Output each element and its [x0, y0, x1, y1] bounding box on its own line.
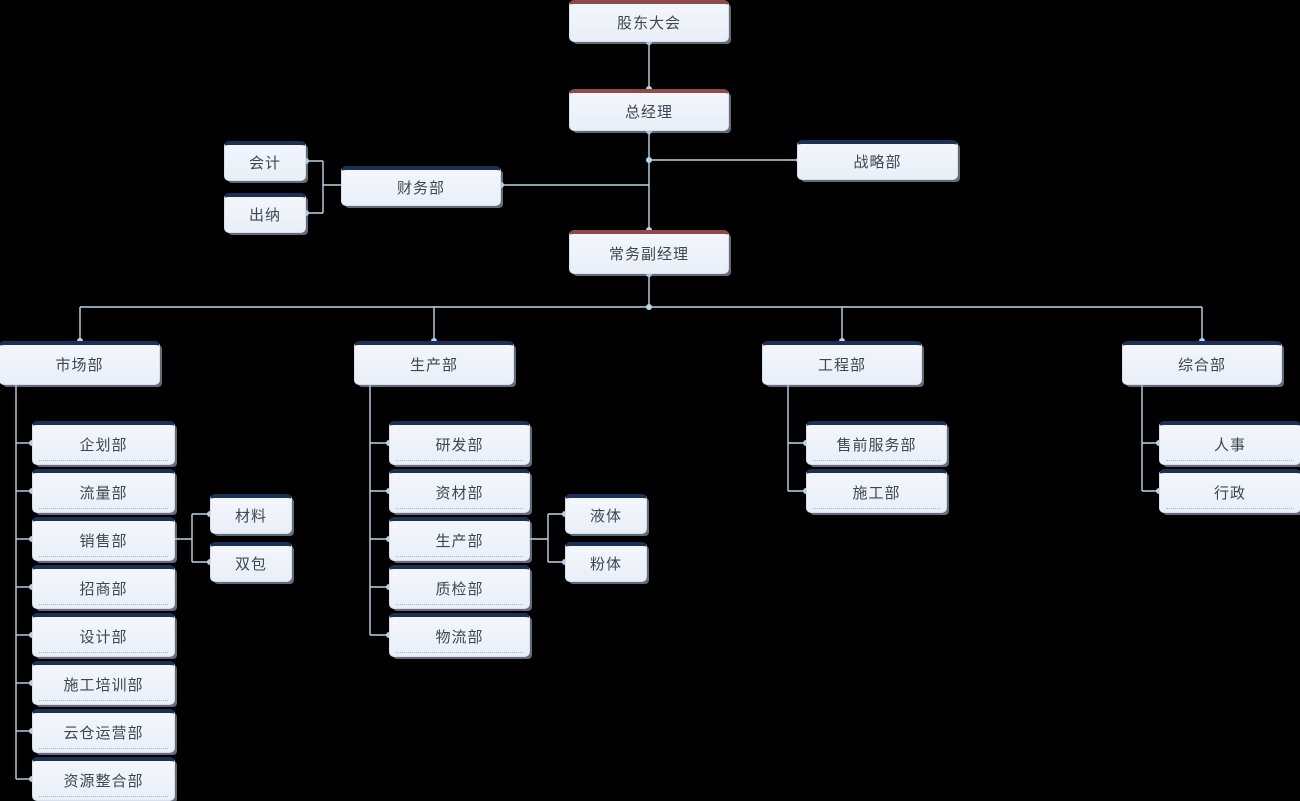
node-label: 企划部	[79, 437, 128, 454]
node-label: 质检部	[435, 581, 484, 598]
node-market-children-6[interactable]: 云仓运营部	[32, 709, 175, 753]
node-label: 施工部	[852, 485, 901, 502]
node-label: 股东大会	[616, 15, 681, 32]
node-production-children-3[interactable]: 质检部	[389, 565, 530, 609]
node-production-sub-children-1[interactable]: 粉体	[565, 542, 647, 582]
node-market-children-1[interactable]: 流量部	[32, 469, 175, 513]
node-label: 生产部	[435, 533, 484, 550]
node-label: 云仓运营部	[63, 725, 144, 742]
node-label: 综合部	[1177, 357, 1226, 374]
node-label: 出纳	[248, 207, 281, 224]
node-production-children-0[interactable]: 研发部	[389, 421, 530, 465]
node-sales-children-0[interactable]: 材料	[210, 494, 292, 534]
node-production-sub-children-0[interactable]: 液体	[565, 494, 647, 534]
node-market-department[interactable]: 市场部	[0, 341, 160, 385]
node-market-children-7[interactable]: 资源整合部	[32, 757, 175, 801]
node-market-children-4[interactable]: 设计部	[32, 613, 175, 657]
node-label: 销售部	[79, 533, 128, 550]
node-general-affairs-department[interactable]: 综合部	[1122, 341, 1282, 385]
node-accounting[interactable]: 会计	[224, 141, 306, 181]
node-label: 常务副经理	[608, 246, 689, 263]
node-cashier[interactable]: 出纳	[224, 193, 306, 233]
node-production-children-4[interactable]: 物流部	[389, 613, 530, 657]
node-label: 财务部	[396, 180, 445, 197]
node-production-department[interactable]: 生产部	[354, 341, 514, 385]
node-engineering-department[interactable]: 工程部	[762, 341, 922, 385]
node-label: 招商部	[79, 581, 128, 598]
node-label: 总经理	[624, 104, 673, 121]
node-engineering-children-0[interactable]: 售前服务部	[806, 421, 947, 465]
node-general-affairs-children-1[interactable]: 行政	[1159, 469, 1300, 513]
node-sales-children-1[interactable]: 双包	[210, 542, 292, 582]
node-label: 人事	[1213, 437, 1246, 454]
node-market-children-5[interactable]: 施工培训部	[32, 661, 175, 705]
node-label: 液体	[589, 508, 622, 525]
node-general-affairs-children-0[interactable]: 人事	[1159, 421, 1300, 465]
node-deputy-general-manager[interactable]: 常务副经理	[569, 230, 729, 274]
node-strategy-department[interactable]: 战略部	[797, 140, 958, 180]
node-label: 流量部	[79, 485, 128, 502]
node-label: 资源整合部	[63, 773, 144, 790]
node-engineering-children-1[interactable]: 施工部	[806, 469, 947, 513]
node-label: 双包	[234, 556, 267, 573]
node-label: 粉体	[589, 556, 622, 573]
node-general-manager[interactable]: 总经理	[569, 89, 729, 131]
node-market-children-0[interactable]: 企划部	[32, 421, 175, 465]
node-label: 售前服务部	[836, 437, 917, 454]
node-label: 市场部	[55, 357, 104, 374]
node-shareholders[interactable]: 股东大会	[569, 0, 729, 42]
node-market-children-3[interactable]: 招商部	[32, 565, 175, 609]
connector-dot-3	[646, 157, 652, 163]
node-label: 物流部	[435, 629, 484, 646]
node-market-children-2[interactable]: 销售部	[32, 517, 175, 561]
node-label: 会计	[248, 155, 281, 172]
node-label: 生产部	[409, 357, 458, 374]
node-label: 施工培训部	[63, 677, 144, 694]
node-production-children-1[interactable]: 资材部	[389, 469, 530, 513]
node-label: 材料	[234, 508, 267, 525]
node-label: 资材部	[435, 485, 484, 502]
node-finance-department[interactable]: 财务部	[341, 166, 501, 206]
node-label: 工程部	[817, 357, 866, 374]
connector-dot-6	[646, 304, 652, 310]
node-label: 设计部	[79, 629, 128, 646]
node-label: 战略部	[853, 154, 902, 171]
node-production-children-2[interactable]: 生产部	[389, 517, 530, 561]
node-label: 研发部	[435, 437, 484, 454]
node-label: 行政	[1213, 485, 1246, 502]
